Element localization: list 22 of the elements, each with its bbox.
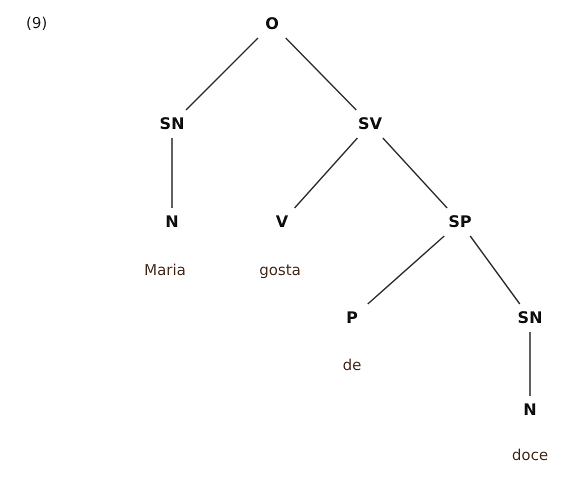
word-label: de xyxy=(342,355,362,375)
tree-branch xyxy=(171,138,173,208)
tree-branch xyxy=(470,236,520,304)
word-label: Maria xyxy=(144,260,186,280)
category-label: SV xyxy=(356,114,384,134)
category-label: N xyxy=(163,212,181,232)
tree-branch xyxy=(285,37,357,111)
word-label: gosta xyxy=(259,260,301,280)
category-label: SN xyxy=(158,114,186,134)
tree-branch xyxy=(294,138,358,208)
category-label: SP xyxy=(446,212,474,232)
category-label: P xyxy=(344,308,360,328)
example-number: (9) xyxy=(26,14,48,32)
tree-branch xyxy=(367,235,445,305)
tree-branch xyxy=(529,332,531,396)
category-label: N xyxy=(521,400,539,420)
tree-branch xyxy=(382,138,448,208)
tree-branch xyxy=(185,37,259,111)
word-label: doce xyxy=(512,445,548,465)
category-label: SN xyxy=(516,308,544,328)
category-label: O xyxy=(263,14,281,34)
category-label: V xyxy=(274,212,290,232)
